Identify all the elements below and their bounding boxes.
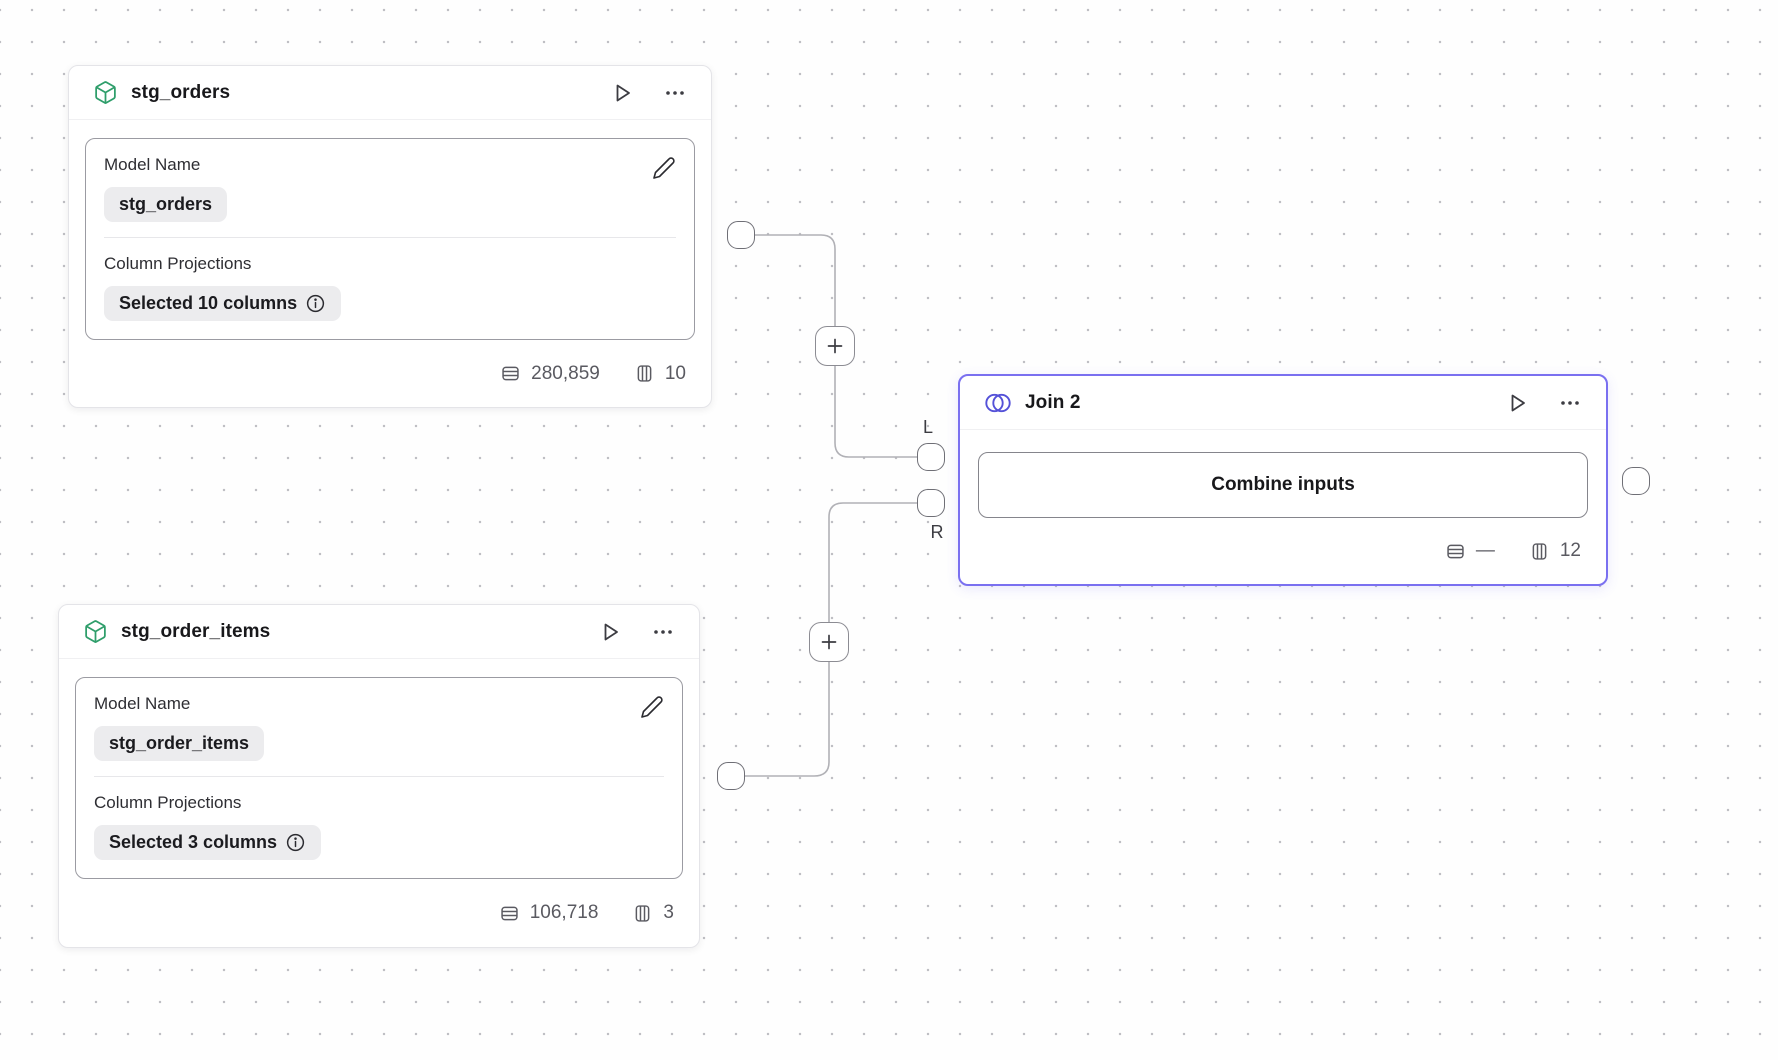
row-count-icon — [499, 903, 520, 924]
play-icon — [1505, 391, 1529, 415]
column-projections-chip[interactable]: Selected 3 columns — [94, 825, 322, 860]
model-settings-card: Model Name stg_orders Column Projections — [85, 138, 695, 340]
column-count-value: 12 — [1559, 540, 1581, 561]
plus-icon — [823, 334, 847, 358]
node-stg-orders[interactable]: stg_orders Model Name — [68, 65, 712, 408]
port-join-output[interactable] — [1622, 467, 1650, 495]
node-stats: — 12 — [960, 518, 1606, 584]
cube-icon — [83, 619, 108, 644]
add-step-button-bottom-edge[interactable] — [809, 622, 849, 662]
play-icon — [610, 81, 634, 105]
node-join-2[interactable]: Join 2 Combine inputs — [958, 374, 1608, 586]
row-count-value: 106,718 — [529, 902, 599, 923]
divider — [94, 776, 664, 777]
column-projections-label: Column Projections — [104, 254, 252, 273]
run-node-button[interactable] — [594, 616, 626, 648]
column-projections-label: Column Projections — [94, 793, 242, 812]
edit-model-name-button[interactable] — [648, 152, 680, 184]
column-count-value: 3 — [663, 902, 674, 923]
join-right-port-label: R — [930, 522, 944, 542]
node-title: stg_order_items — [121, 620, 271, 642]
cube-icon — [93, 80, 118, 105]
port-output-stg-orders[interactable] — [727, 221, 755, 249]
node-header: stg_orders — [69, 66, 711, 120]
row-count-value: — — [1475, 540, 1495, 561]
node-stats: 280,859 10 — [69, 340, 711, 407]
ellipsis-icon — [1558, 391, 1582, 415]
edit-model-name-button[interactable] — [636, 691, 668, 723]
ellipsis-icon — [651, 620, 675, 644]
info-circle-icon — [305, 293, 326, 314]
plus-icon — [817, 630, 841, 654]
model-name-chip[interactable]: stg_order_items — [94, 726, 265, 761]
column-count-icon — [1529, 541, 1550, 562]
model-name-label: Model Name — [94, 694, 191, 713]
info-circle-icon — [285, 832, 306, 853]
column-count-icon — [632, 903, 653, 924]
play-icon — [598, 620, 622, 644]
node-header: stg_order_items — [59, 605, 699, 659]
node-body: Model Name stg_orders Column Projections — [69, 120, 711, 340]
port-join-left-input[interactable] — [917, 443, 945, 471]
ellipsis-icon — [663, 81, 687, 105]
model-name-label: Model Name — [104, 155, 201, 174]
node-stg-order-items[interactable]: stg_order_items Model Name — [58, 604, 700, 948]
node-title: stg_orders — [131, 81, 231, 103]
model-settings-card: Model Name stg_order_items Column Projec… — [75, 677, 683, 879]
join-left-port-label: L — [922, 417, 933, 437]
row-count-value: 280,859 — [531, 362, 600, 384]
node-body: Model Name stg_order_items Column Projec… — [59, 659, 699, 879]
node-stats: 106,718 3 — [59, 879, 699, 947]
combine-inputs-button[interactable]: Combine inputs — [978, 452, 1588, 518]
row-count-icon — [1445, 541, 1466, 562]
pencil-icon — [652, 156, 676, 180]
divider — [104, 237, 676, 238]
run-node-button[interactable] — [606, 77, 638, 109]
node-title: Join 2 — [1025, 391, 1081, 413]
row-count-icon — [500, 363, 521, 384]
port-join-right-input[interactable] — [917, 489, 945, 517]
node-menu-button[interactable] — [647, 616, 679, 648]
node-menu-button[interactable] — [1554, 387, 1586, 419]
model-name-chip[interactable]: stg_orders — [104, 187, 228, 222]
node-header: Join 2 — [960, 376, 1606, 430]
node-menu-button[interactable] — [659, 77, 691, 109]
pencil-icon — [640, 695, 664, 719]
port-output-stg-order-items[interactable] — [717, 762, 745, 790]
run-node-button[interactable] — [1501, 387, 1533, 419]
column-count-value: 10 — [664, 362, 686, 384]
venn-circles-icon — [984, 392, 1012, 414]
add-step-button-top-edge[interactable] — [815, 326, 855, 366]
column-projections-chip[interactable]: Selected 10 columns — [104, 286, 342, 321]
column-count-icon — [634, 363, 655, 384]
